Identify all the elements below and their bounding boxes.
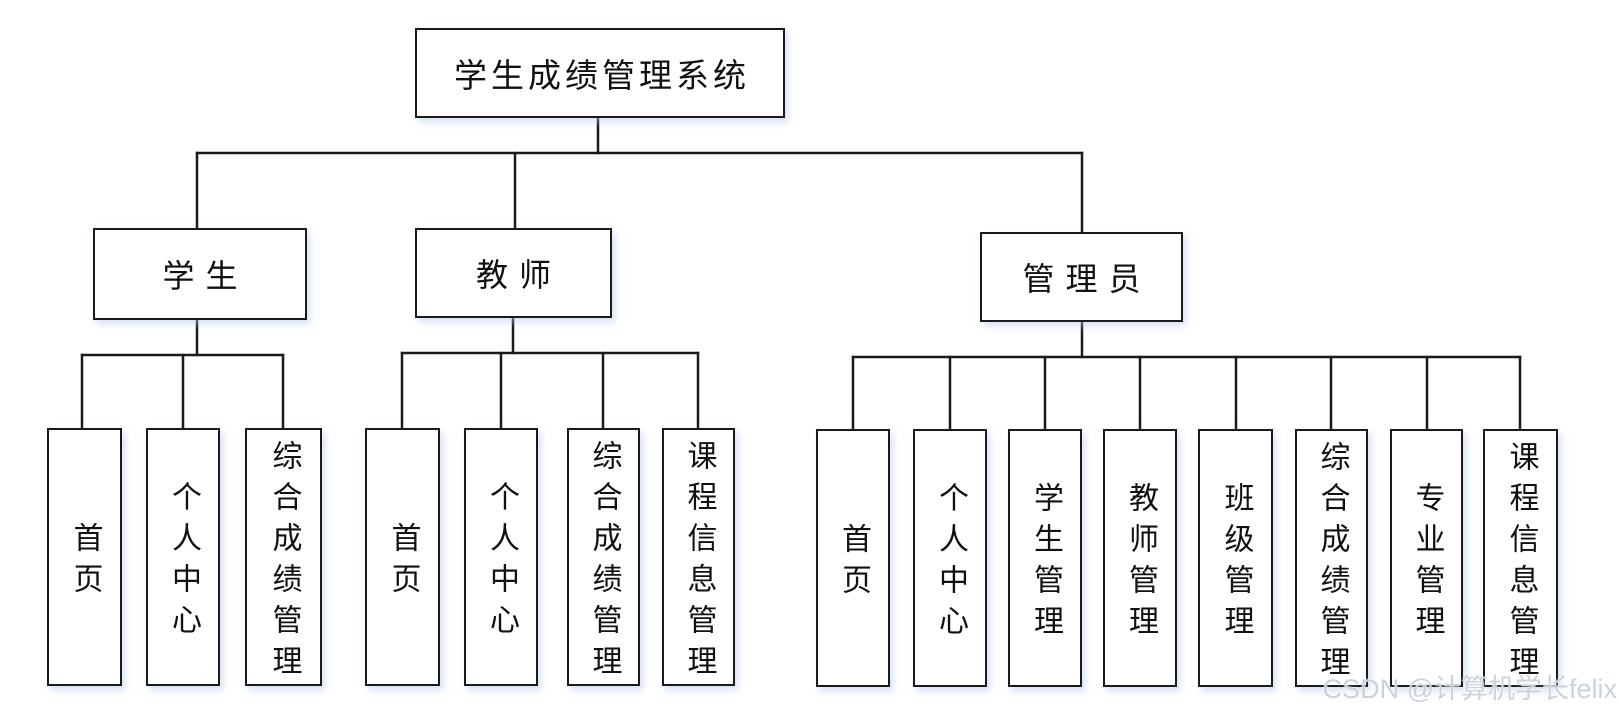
node-root-label: 学生成绩管理系统 [454,59,750,95]
node-student-score-mgmt-label: 综合成绩管理 [267,439,301,686]
node-admin-personal-center-label: 个人中心 [934,481,967,646]
node-role-teacher-label: 教师 [475,257,562,293]
node-admin-home: 首页 [816,429,890,687]
node-role-teacher: 教师 [415,228,612,318]
node-role-admin-label: 管理员 [1022,261,1152,297]
node-admin-teacher-mgmt: 教师管理 [1103,429,1177,687]
node-admin-score-mgmt: 综合成绩管理 [1295,429,1368,687]
node-admin-major-mgmt: 专业管理 [1390,429,1463,687]
csdn-watermark: CSDN @计算机学长felix [1322,674,1617,704]
node-student-home-label: 首页 [68,521,102,604]
node-teacher-score-mgmt: 综合成绩管理 [567,428,640,686]
node-admin-course-info-mgmt: 课程信息管理 [1483,429,1558,687]
node-admin-class-mgmt: 班级管理 [1198,429,1273,687]
node-admin-score-mgmt-label: 综合成绩管理 [1315,440,1349,687]
node-teacher-personal-center-label: 个人中心 [485,480,518,645]
node-student-home: 首页 [47,428,122,686]
node-admin-student-mgmt: 学生管理 [1008,429,1082,687]
node-role-student-label: 学生 [162,258,249,294]
node-admin-course-info-mgmt-label: 课程信息管理 [1504,440,1538,687]
node-teacher-home: 首页 [365,428,440,686]
node-teacher-personal-center: 个人中心 [464,428,538,686]
node-admin-student-mgmt-label: 学生管理 [1029,481,1062,646]
node-root-system: 学生成绩管理系统 [415,28,785,118]
node-role-student: 学生 [93,228,307,320]
node-teacher-home-label: 首页 [386,521,420,604]
node-teacher-course-info-mgmt: 课程信息管理 [662,428,735,686]
node-admin-teacher-mgmt-label: 教师管理 [1124,481,1157,646]
node-student-personal-center: 个人中心 [146,428,220,686]
node-admin-personal-center: 个人中心 [913,429,987,687]
node-student-score-mgmt: 综合成绩管理 [245,428,322,686]
node-role-admin: 管理员 [980,232,1183,322]
node-admin-major-mgmt-label: 专业管理 [1410,481,1444,646]
node-admin-home-label: 首页 [837,522,870,605]
node-admin-class-mgmt-label: 班级管理 [1219,481,1253,646]
node-teacher-course-info-mgmt-label: 课程信息管理 [682,439,716,686]
node-teacher-score-mgmt-label: 综合成绩管理 [587,439,621,686]
node-student-personal-center-label: 个人中心 [167,480,200,645]
